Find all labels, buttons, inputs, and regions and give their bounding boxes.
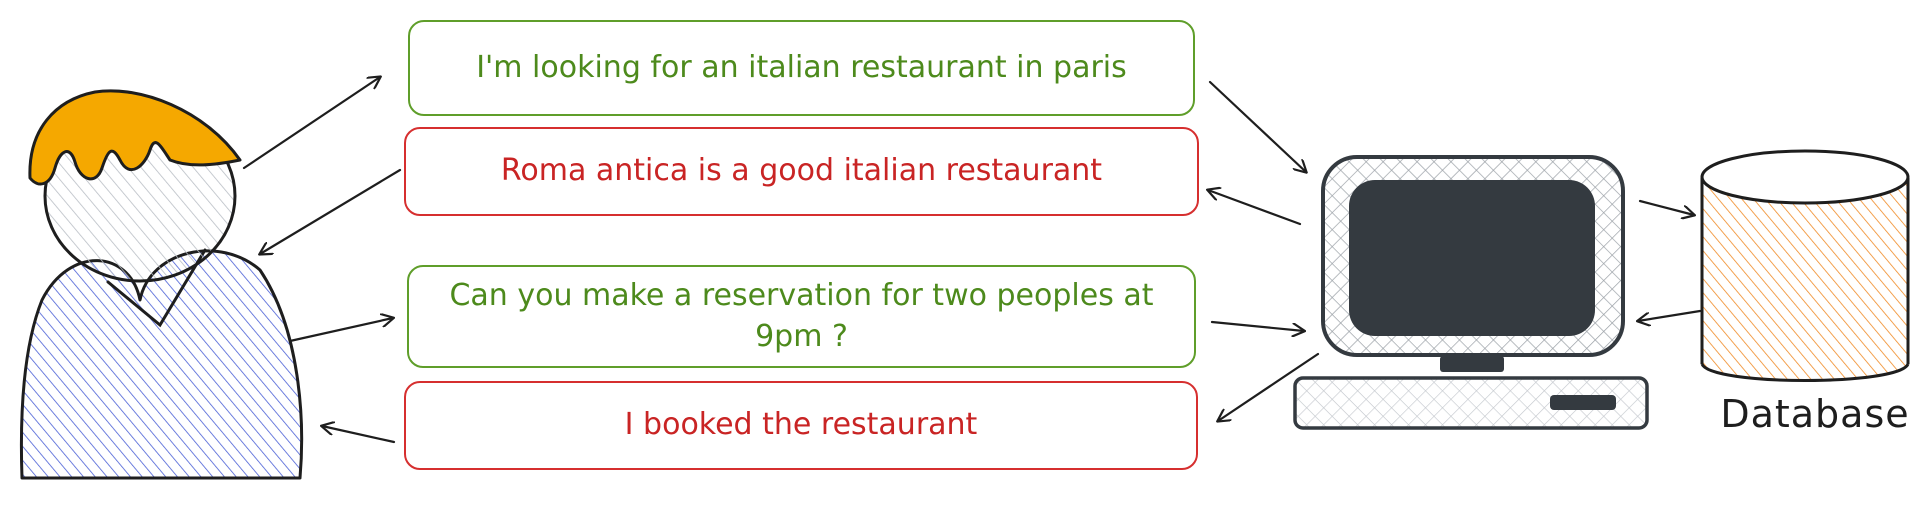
- user-collar: [106, 248, 207, 328]
- arrow-computer-to-msg4: [1218, 352, 1320, 421]
- message-text: Roma antica is a good italian restaurant: [500, 153, 1103, 189]
- database-label: Database: [1720, 392, 1910, 436]
- message-text: Can you make a reservation for two peopl…: [449, 278, 1154, 354]
- database-body: [1702, 180, 1908, 379]
- arrow-msg1-to-computer: [1208, 80, 1306, 172]
- computer-base: [1293, 376, 1649, 430]
- message-text: I'm looking for an italian restaurant in…: [476, 49, 1127, 85]
- user-hair: [28, 89, 242, 186]
- user-body: [19, 249, 304, 480]
- message-system-confirmation: I booked the restaurant: [404, 381, 1198, 470]
- arrow-computer-to-database: [1638, 199, 1694, 215]
- monitor-screen: [1349, 180, 1595, 336]
- arrow-msg3-to-computer: [1210, 320, 1304, 331]
- database-top: [1700, 149, 1910, 205]
- message-user-reservation: Can you make a reservation for two peopl…: [407, 265, 1196, 368]
- arrows: [242, 77, 1702, 444]
- message-user-request: I'm looking for an italian restaurant in…: [408, 20, 1195, 116]
- arrow-msg2-to-user: [260, 168, 402, 254]
- user-figure: [19, 89, 304, 480]
- computer: [1293, 155, 1649, 430]
- monitor-stand: [1440, 356, 1504, 372]
- message-text: I booked the restaurant: [624, 407, 978, 443]
- arrow-database-to-computer: [1638, 309, 1702, 321]
- drive-slot: [1550, 395, 1616, 410]
- arrow-computer-to-msg2: [1208, 190, 1302, 226]
- arrow-user-to-msg1: [242, 77, 380, 170]
- database-icon: [1700, 149, 1910, 382]
- arrow-user-to-msg3: [288, 318, 393, 343]
- arrow-msg4-to-user: [322, 426, 396, 444]
- message-system-suggestion: Roma antica is a good italian restaurant: [404, 127, 1199, 216]
